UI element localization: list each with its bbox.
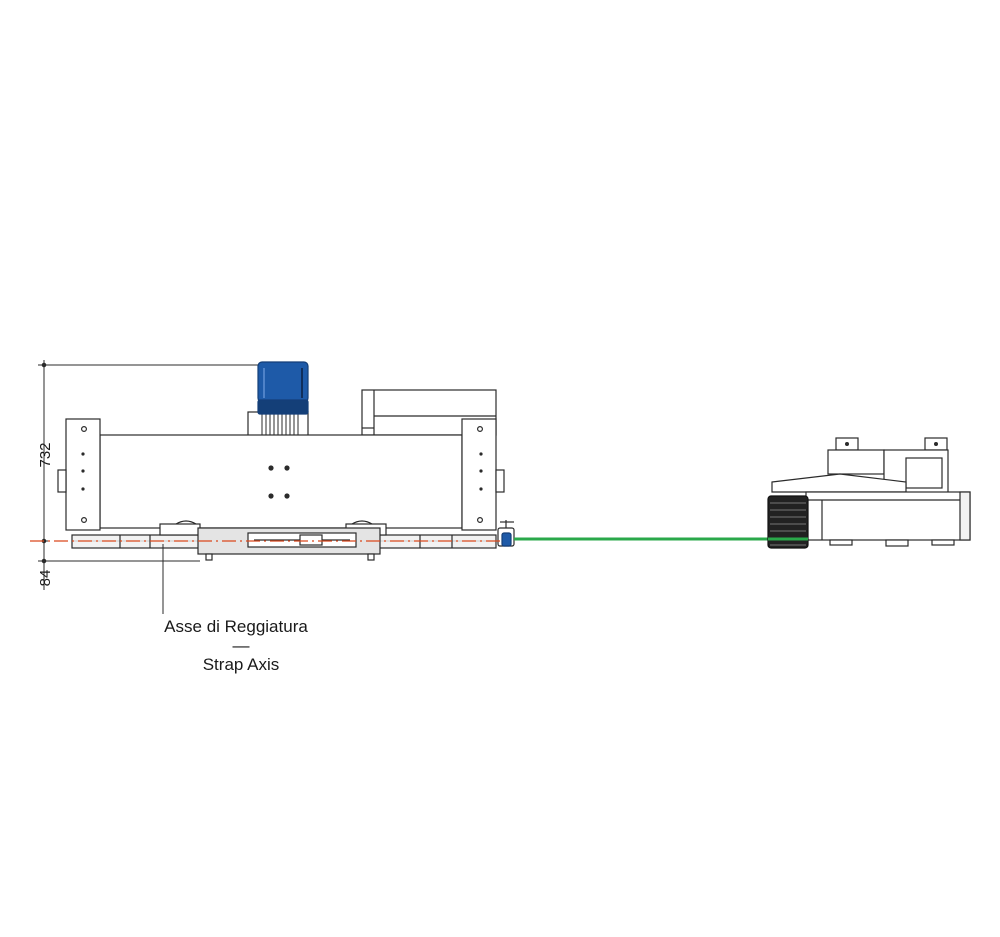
- body-bolts: [268, 465, 290, 499]
- axis-label-english: Strap Axis: [203, 655, 280, 674]
- dimension-lines: [38, 360, 258, 590]
- axis-label-separator: —: [233, 636, 250, 655]
- strapping-head: [57, 361, 515, 561]
- right-side-bracket: [461, 418, 505, 531]
- dimension-label-84: 84: [37, 570, 54, 587]
- dim-dot-bottom: [41, 558, 47, 564]
- sealing-unit: [197, 527, 381, 561]
- dim-dot-top: [41, 362, 47, 368]
- strap-roller-icon: [497, 520, 515, 547]
- dimension-label-732: 732: [37, 442, 54, 467]
- strap-coil-icon: [767, 495, 809, 549]
- strap-dispenser: [767, 437, 971, 549]
- machine-body: [99, 434, 463, 529]
- left-side-bracket: [57, 418, 101, 531]
- axis-label-italian: Asse di Reggiatura: [164, 617, 308, 636]
- tension-arm: [771, 473, 907, 493]
- upper-housing-left: [827, 449, 885, 475]
- dispenser-body: [805, 491, 971, 541]
- electric-motor-icon: [247, 361, 309, 437]
